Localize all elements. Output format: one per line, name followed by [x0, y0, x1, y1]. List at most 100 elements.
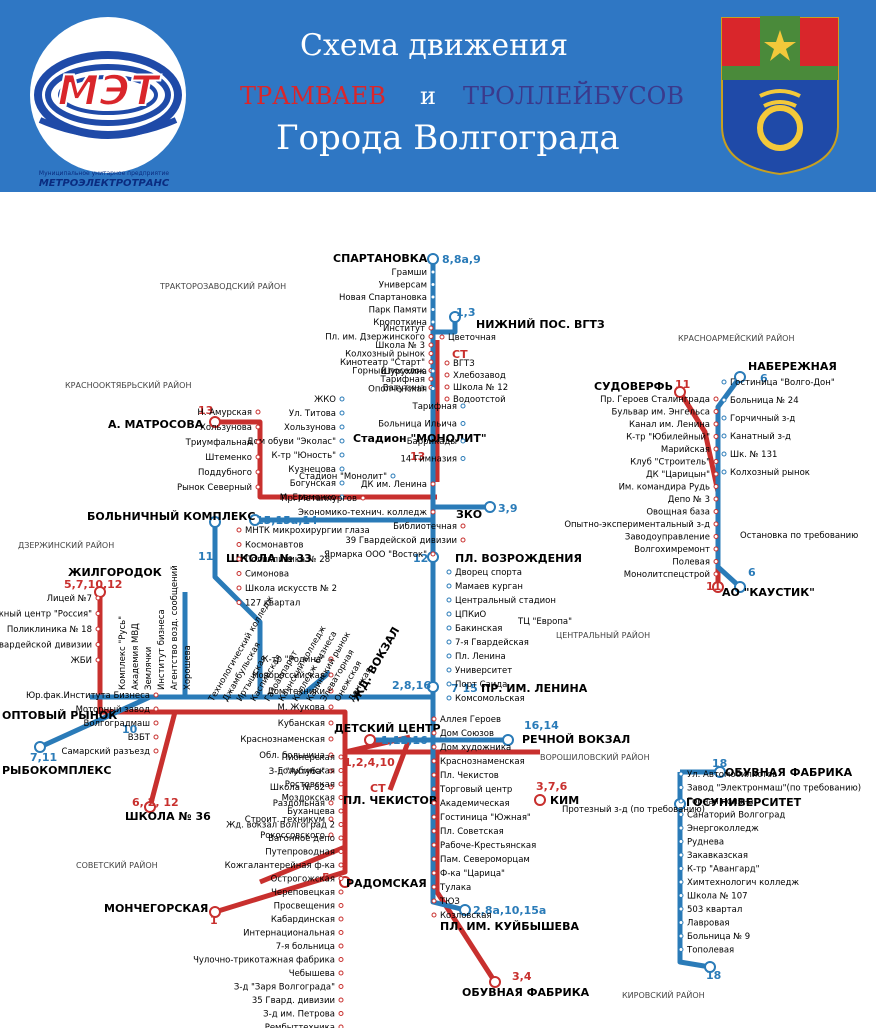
stop-label: Ростовская [285, 780, 335, 790]
stop-dot [713, 559, 719, 564]
stop-label: Тарифная [412, 402, 457, 412]
stop-label: Центральный стадион [455, 596, 556, 606]
stop-dot [338, 754, 344, 760]
stop-dot [328, 800, 334, 806]
stop-label: Буханцева [287, 807, 335, 817]
stop-dot [430, 319, 436, 325]
stop-label: Кубанская [278, 719, 325, 729]
stop-label: Горный поселок [352, 367, 425, 377]
stop-label: Академическая [440, 799, 510, 809]
stop-obuvnaya-n: ОБУВНАЯ ФАБРИКА [725, 766, 853, 779]
stop-label: Университет [455, 666, 512, 676]
routes-spartanovka: 8,8а,9 [442, 253, 481, 266]
stop-label: Богунская [290, 479, 336, 489]
stop-label: Энергоколледж [687, 824, 759, 834]
stop-dot [95, 626, 101, 632]
stop-dot [338, 822, 344, 827]
stop-kaustik: АО "КАУСТИК" [722, 586, 815, 599]
stop-label: Пл. Советская [440, 827, 504, 837]
stop-dot [428, 351, 434, 356]
stop-dot [328, 752, 334, 758]
stop-label: Стадион "Монолит" [299, 472, 387, 482]
stop-dot [439, 334, 445, 340]
stop-dot [460, 438, 466, 444]
stop-shkola36: ШКОЛА № 36 [125, 810, 211, 823]
stop-dot [338, 957, 344, 962]
stop-label: Новороссийская [252, 671, 325, 681]
stop-dot [328, 704, 334, 710]
stop-dot [430, 294, 436, 300]
stop-label: Рокоссовского [260, 831, 325, 841]
stop-label: 14 Гимназия [400, 455, 457, 465]
stop-label: М. Жукова [278, 703, 325, 713]
stop-label: Бакинская [455, 624, 502, 634]
st-top: СТ [452, 348, 468, 361]
stop-dot [678, 933, 684, 939]
stop-dot [431, 758, 437, 764]
stop-dot [430, 509, 436, 515]
stop-dot [338, 970, 344, 976]
stop-dot [444, 372, 450, 378]
stop-label: Ополченская [368, 385, 427, 395]
stop-dot [460, 403, 466, 409]
stop-dot [428, 359, 434, 365]
stop-dot [431, 884, 437, 890]
stop-dot [431, 772, 437, 778]
stop-dot [721, 451, 727, 457]
stop-label: Гостиница "Волго-Дон" [730, 378, 835, 388]
stop-label: Пр. Металлургов [281, 494, 357, 504]
stop-dot [338, 876, 344, 881]
stop-label: Водоотстой [453, 395, 506, 405]
stop-dot [713, 534, 719, 539]
logo-caption-2: МЕТРОЭЛЕКТРОТРАНС [39, 178, 170, 189]
stop-rechnoy: РЕЧНОЙ ВОКЗАЛ [522, 733, 630, 746]
stop-dot [431, 716, 437, 722]
stop-label: Канал им. Ленина [629, 420, 710, 430]
stop-dot [255, 409, 261, 415]
stop-label: Больница Ильича [378, 420, 457, 430]
stop-label: МНТК микрохирургии глаза [245, 526, 370, 536]
stop-dot [95, 657, 101, 663]
stop-label: Пл. Ленина [455, 652, 506, 662]
stop-optovy: ОПТОВЫЙ РЫНОК [2, 709, 117, 722]
stop-label: Пл. им. Дзержинского [325, 333, 425, 343]
stop-dot [721, 433, 727, 439]
routes-vokzal: 2,8,16 [392, 679, 431, 692]
stop-dot [338, 889, 344, 895]
stop-label: 7-я Гвардейская [455, 638, 529, 648]
stop-dot [338, 1011, 344, 1016]
routes-zhilgorodok: 5,7,10,12 [64, 578, 122, 591]
terminal-markers [34, 253, 746, 988]
title-line-1: Схема движения [300, 28, 569, 63]
request-stop-note: Остановка по требованию [740, 531, 858, 541]
stop-label: Краснознаменская [240, 735, 325, 745]
stop-label: Колхозный рынок [345, 350, 425, 360]
stop-label: Козловская [440, 911, 492, 921]
stop-dot [153, 720, 159, 726]
stop-label: ВГТЗ [453, 359, 475, 369]
stop-label: Закавказская [687, 851, 748, 861]
stop-label: З-д "Ахтуба" [269, 767, 325, 777]
routes-obuvnaya-s: 3,4 [512, 970, 532, 983]
stop-label: Мамаев курган [455, 582, 523, 592]
terminal-labels: СПАРТАНОВКА 8,8а,9 1,3 НИЖНИЙ ПОС. ВГТЗ … [2, 252, 853, 999]
stop-label-rotated: Комплекс "Русь" [118, 616, 128, 690]
stop-label: Горчичный з-д [730, 414, 795, 424]
stop-dot [678, 852, 684, 858]
routes-shkola36: 6, 2, 12 [132, 796, 179, 809]
routes-rechnoy: 16,14 [524, 719, 559, 732]
stop-label: Лавровая [687, 919, 730, 929]
stop-label: Путепроводная [265, 848, 335, 858]
stop-dot [713, 546, 719, 552]
stop-spartanovka: СПАРТАНОВКА [333, 252, 428, 265]
stop-dot [444, 396, 450, 402]
stop-vozrozhdeniya: ПЛ. ВОЗРОЖДЕНИЯ [455, 552, 582, 565]
stop-label: Горная поляна [687, 797, 753, 807]
district-kirov: КИРОВСКИЙ РАЙОН [622, 989, 705, 1000]
stop-rybokombinat: РЫБОКОМПЛЕКС [2, 764, 111, 777]
stop-label: Рынок Северный [177, 483, 252, 493]
stop-dot [338, 903, 344, 908]
stop-label: ДК им. Ленина [361, 480, 427, 490]
stop-dot [428, 342, 434, 348]
district-krasnooktyabr: КРАСНООКТЯБРЬСКИЙ РАЙОН [65, 379, 191, 390]
